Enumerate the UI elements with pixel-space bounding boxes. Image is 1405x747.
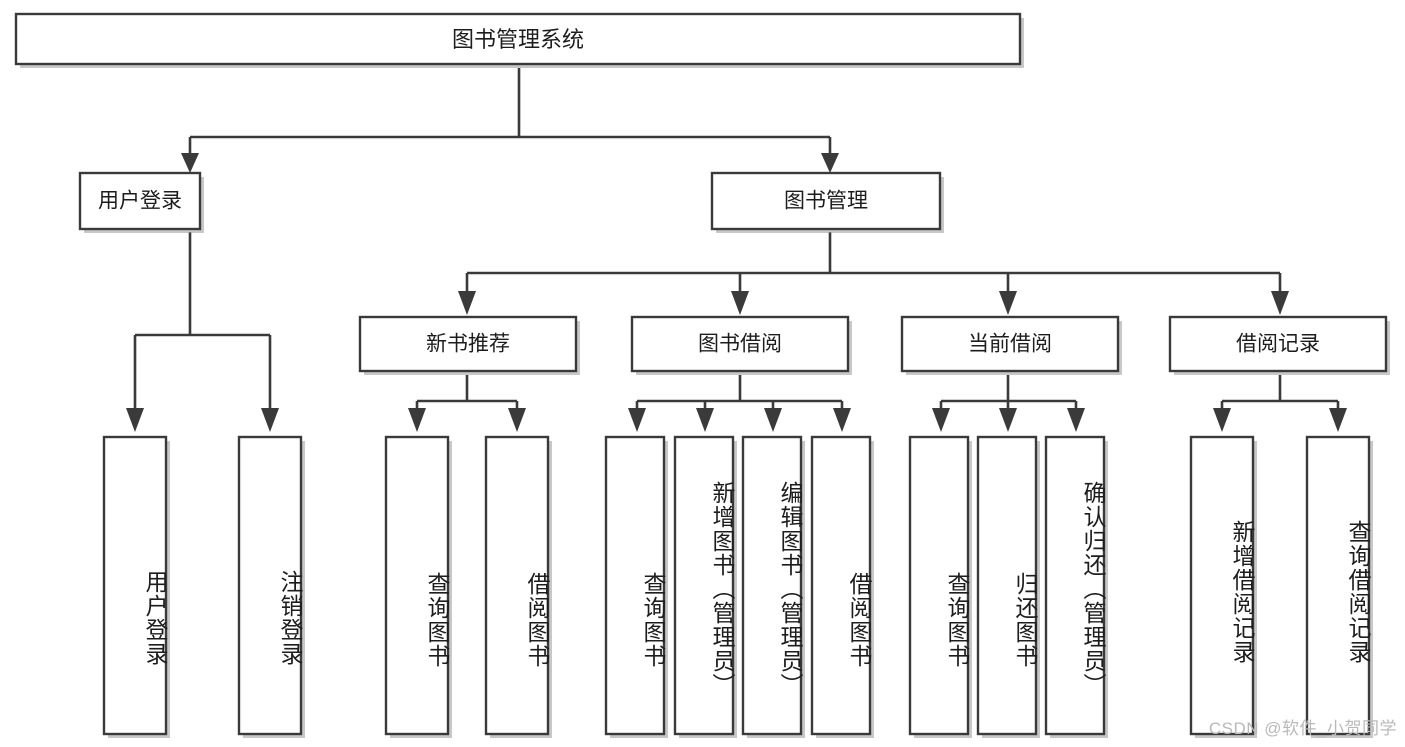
book-manage-label: 图书管理 [784,190,868,213]
node-book-manage[interactable]: 图书管理 [710,171,944,233]
arrowhead-cb-leaf3 [1067,408,1085,432]
root-label: 图书管理系统 [452,27,584,52]
node-borrow-records[interactable]: 借阅记录 [1168,315,1390,375]
arrowhead-bb-leaf3 [764,408,782,432]
leaf-box-nb-borrow[interactable] [484,435,550,736]
current-borrow-label: 当前借阅 [968,333,1052,356]
leaf-box-bb-borrow[interactable] [810,435,872,736]
arrowhead-bb-leaf2 [696,408,714,432]
leaf-box-br-query[interactable] [1305,435,1371,736]
node-user-login[interactable]: 用户登录 [78,171,204,233]
user-login-label: 用户登录 [98,190,182,213]
arrowhead-nb-leaf1 [408,408,426,432]
node-new-book-recommend[interactable]: 新书推荐 [358,315,580,375]
arrowhead-bb-leaf1 [628,408,646,432]
new-book-label: 新书推荐 [426,333,510,356]
arrowhead-book-manage [821,153,839,173]
root-box[interactable] [14,12,1022,66]
watermark: CSDN @软件_小贺同学 [1208,719,1397,738]
arrowhead-leaf-logout [261,408,279,432]
connectors [126,68,1347,432]
arrowhead-cb-leaf1 [932,408,950,432]
arrowhead-br-leaf1 [1213,408,1231,432]
node-root[interactable]: 图书管理系统 [14,12,1024,68]
leaf-box-cb-confirm[interactable] [1044,435,1106,736]
arrowhead-bb-leaf4 [833,408,851,432]
book-manage-box[interactable] [710,171,942,231]
arrowhead-br-leaf2 [1329,408,1347,432]
leaf-box-user-login[interactable] [102,435,168,736]
leaf-box-bb-edit[interactable] [741,435,803,736]
user-login-box[interactable] [78,171,202,231]
new-book-box[interactable] [358,315,578,373]
leaf-box-bb-add[interactable] [673,435,735,736]
node-current-borrow[interactable]: 当前借阅 [900,315,1122,375]
arrowhead-current-borrow [999,291,1017,315]
leaf-boxes [102,435,1373,738]
leaf-box-logout[interactable] [237,435,303,736]
arrowhead-borrow-records [1271,291,1289,315]
borrow-records-box[interactable] [1168,315,1388,373]
arrowhead-user-login [181,153,199,173]
borrow-records-label: 借阅记录 [1236,333,1320,356]
leaf-box-cb-return[interactable] [976,435,1038,736]
arrowhead-book-borrow [731,291,749,315]
leaf-box-cb-query[interactable] [908,435,970,736]
node-book-borrow[interactable]: 图书借阅 [630,315,852,375]
arrowhead-new-book [458,291,476,315]
arrowhead-leaf-user-login [126,408,144,432]
current-borrow-box[interactable] [900,315,1120,373]
book-borrow-box[interactable] [630,315,850,373]
leaf-box-br-add[interactable] [1189,435,1255,736]
leaf-box-nb-query[interactable] [384,435,450,736]
arrowhead-nb-leaf2 [508,408,526,432]
book-borrow-label: 图书借阅 [698,333,782,356]
arrowhead-cb-leaf2 [999,408,1017,432]
leaf-box-bb-query[interactable] [604,435,666,736]
